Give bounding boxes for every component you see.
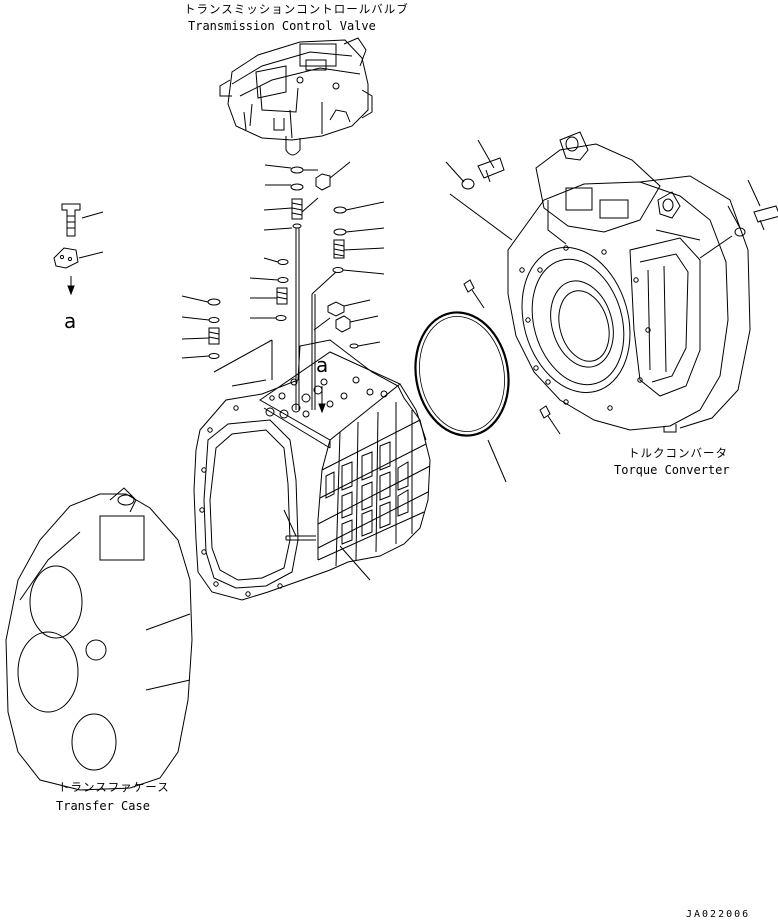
drawing-code: JA022006 — [686, 909, 750, 920]
seals — [463, 279, 561, 435]
reference-mark-a-case: a — [316, 353, 328, 377]
tcv-label-en: Transmission Control Valve — [188, 19, 376, 33]
tcv-label-jp: トランスミッションコントロールバルブ — [184, 2, 409, 16]
tf-label-jp: トランスファケース — [58, 780, 170, 794]
transmission-case — [193, 339, 431, 601]
tf-label-en: Transfer Case — [56, 799, 150, 813]
transfer-case — [5, 487, 193, 791]
valve-parts-column — [181, 161, 385, 414]
bolt-and-plate-left — [53, 203, 104, 296]
transmission-control-valve — [219, 37, 373, 156]
reference-mark-a-left: a — [64, 309, 76, 333]
tc-label-en: Torque Converter — [614, 463, 730, 477]
tc-label-jp: トルクコンバータ — [628, 446, 728, 460]
o-ring — [414, 311, 510, 483]
torque-converter — [445, 131, 778, 433]
